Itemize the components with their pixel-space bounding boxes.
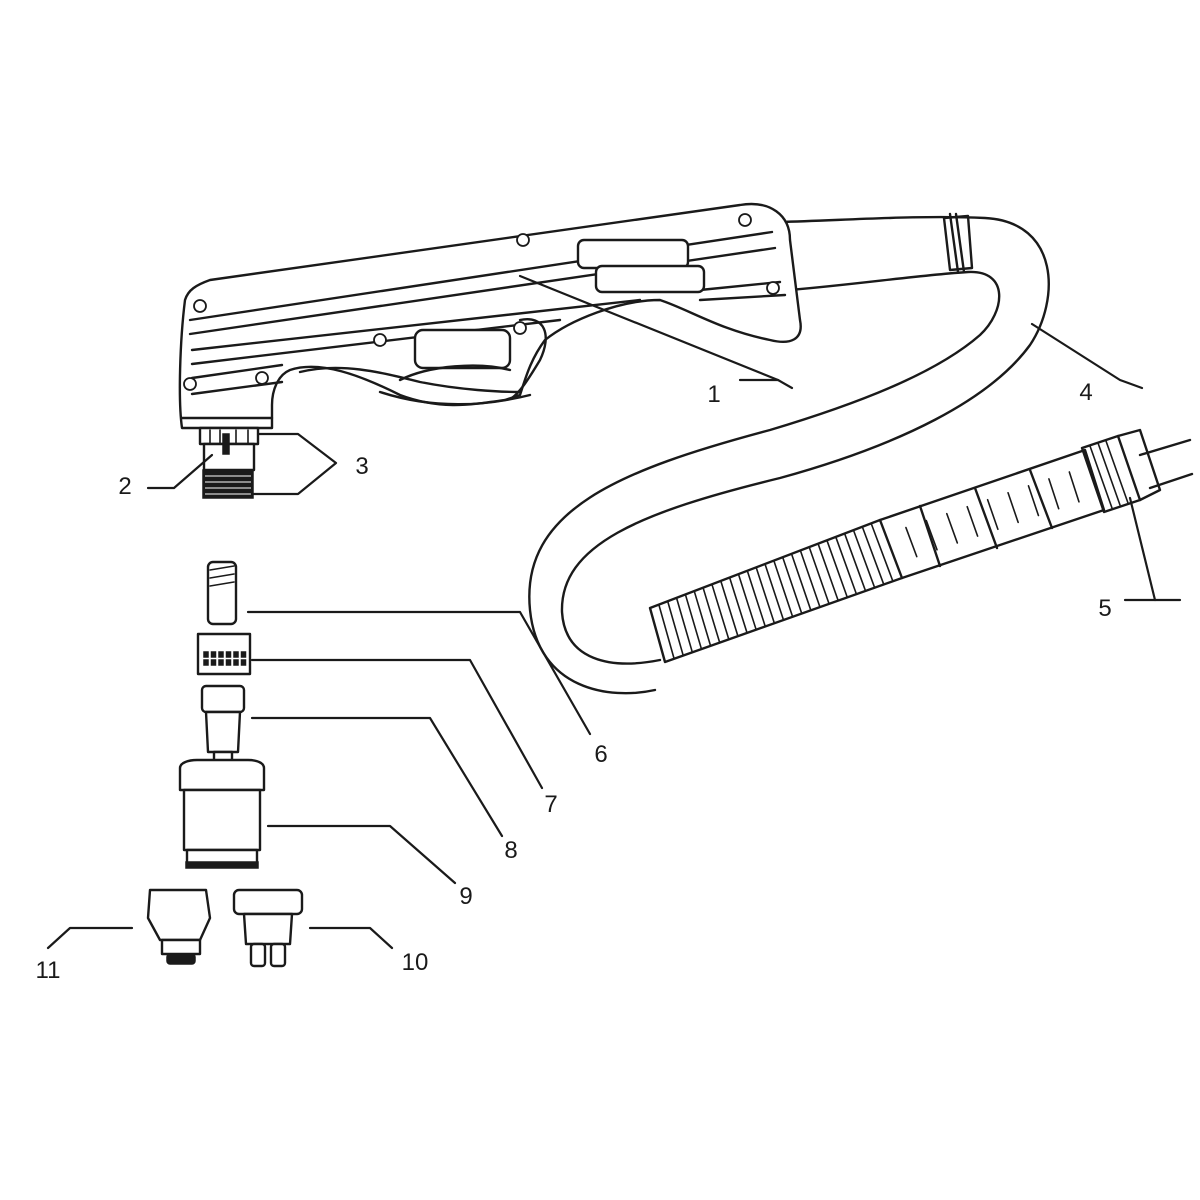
boot-rib bbox=[861, 525, 885, 586]
callout-1: 1 bbox=[707, 381, 720, 408]
trigger-window-upper bbox=[576, 238, 690, 270]
strain-relief-boot bbox=[648, 518, 904, 664]
swirl-hole bbox=[240, 659, 247, 666]
swirl-hole bbox=[218, 651, 224, 658]
screw-icon bbox=[193, 299, 207, 313]
connector-grip-line bbox=[1007, 491, 1019, 524]
boot-rib bbox=[711, 583, 730, 641]
swirl-hole bbox=[210, 651, 217, 658]
boot-rib bbox=[808, 546, 830, 605]
swirl-ring bbox=[196, 632, 252, 676]
swirl-hole bbox=[240, 651, 247, 658]
nozzle bbox=[200, 684, 246, 764]
boot-rib bbox=[719, 580, 739, 637]
boot-rib bbox=[817, 542, 839, 602]
boot-rib bbox=[843, 532, 867, 592]
boot-rib bbox=[773, 559, 794, 618]
hose-clamp-ring bbox=[948, 212, 960, 274]
swirl-hole bbox=[203, 651, 209, 658]
callout-labels: 1 2 3 4 5 6 7 8 9 10 11 bbox=[36, 379, 1112, 984]
boot-rib bbox=[799, 549, 821, 608]
boot-rib bbox=[781, 556, 803, 615]
boot-rib bbox=[834, 536, 858, 595]
boot-rib bbox=[728, 576, 748, 634]
boot-rib bbox=[790, 553, 812, 612]
callout-5: 5 bbox=[1098, 595, 1111, 622]
boot-rib bbox=[702, 586, 721, 644]
swirl-hole bbox=[225, 659, 232, 666]
swirl-hole bbox=[210, 659, 217, 666]
boot-rib bbox=[675, 597, 694, 654]
callout-7: 7 bbox=[544, 791, 557, 818]
connector-grip-line bbox=[905, 526, 918, 558]
callout-8: 8 bbox=[504, 837, 517, 864]
boot-rib bbox=[755, 566, 776, 625]
screw-icon bbox=[516, 233, 530, 247]
screw-icon bbox=[183, 377, 197, 391]
screw-icon bbox=[255, 371, 269, 385]
torch-connector bbox=[878, 428, 1194, 580]
boot-rib bbox=[684, 593, 703, 650]
callout-3: 3 bbox=[355, 453, 368, 480]
boot-rib bbox=[746, 569, 767, 628]
trigger-window-lower bbox=[594, 264, 706, 294]
connector-grip-line bbox=[1068, 471, 1080, 503]
connector-grip-line bbox=[1048, 478, 1060, 510]
boot-rib bbox=[852, 529, 876, 589]
o-ring-marker bbox=[222, 433, 230, 455]
leader-lines bbox=[46, 274, 1182, 950]
connector-grip-line bbox=[1027, 485, 1040, 517]
callout-6: 6 bbox=[594, 741, 607, 768]
callout-11: 11 bbox=[36, 957, 61, 984]
callout-9: 9 bbox=[459, 883, 472, 910]
torch-handle bbox=[178, 202, 802, 430]
grip-window bbox=[413, 328, 512, 370]
torch-head-fittings bbox=[198, 426, 260, 499]
callout-2: 2 bbox=[118, 473, 131, 500]
callout-4: 4 bbox=[1079, 379, 1092, 406]
swirl-hole bbox=[233, 659, 239, 666]
swirl-hole bbox=[203, 659, 209, 666]
boot-rib bbox=[870, 522, 894, 583]
screw-icon bbox=[373, 333, 387, 347]
torch-hose bbox=[528, 212, 1050, 695]
electrode bbox=[206, 560, 238, 626]
swirl-hole bbox=[225, 651, 232, 658]
screw-icon bbox=[766, 281, 780, 295]
connector-grip-line bbox=[986, 498, 999, 531]
threaded-sleeve bbox=[202, 469, 254, 499]
connector-grip-line bbox=[925, 519, 938, 551]
boot-rib bbox=[666, 600, 685, 657]
connector-grip-line bbox=[945, 512, 959, 544]
retaining-cap bbox=[178, 758, 266, 869]
boot-rib bbox=[826, 539, 849, 599]
swirl-hole bbox=[233, 651, 239, 658]
trigger-lever bbox=[510, 318, 547, 400]
boot-rib bbox=[764, 563, 785, 621]
callout-10: 10 bbox=[402, 949, 429, 976]
boot-rib bbox=[658, 603, 675, 660]
boot-rib bbox=[693, 590, 712, 647]
shield-cup bbox=[146, 888, 212, 965]
boot-rib bbox=[737, 573, 757, 631]
drag-shield bbox=[232, 888, 304, 968]
screw-icon bbox=[513, 321, 527, 335]
connector-grip-line bbox=[966, 505, 979, 537]
screw-icon bbox=[738, 213, 752, 227]
swirl-hole bbox=[218, 659, 224, 666]
